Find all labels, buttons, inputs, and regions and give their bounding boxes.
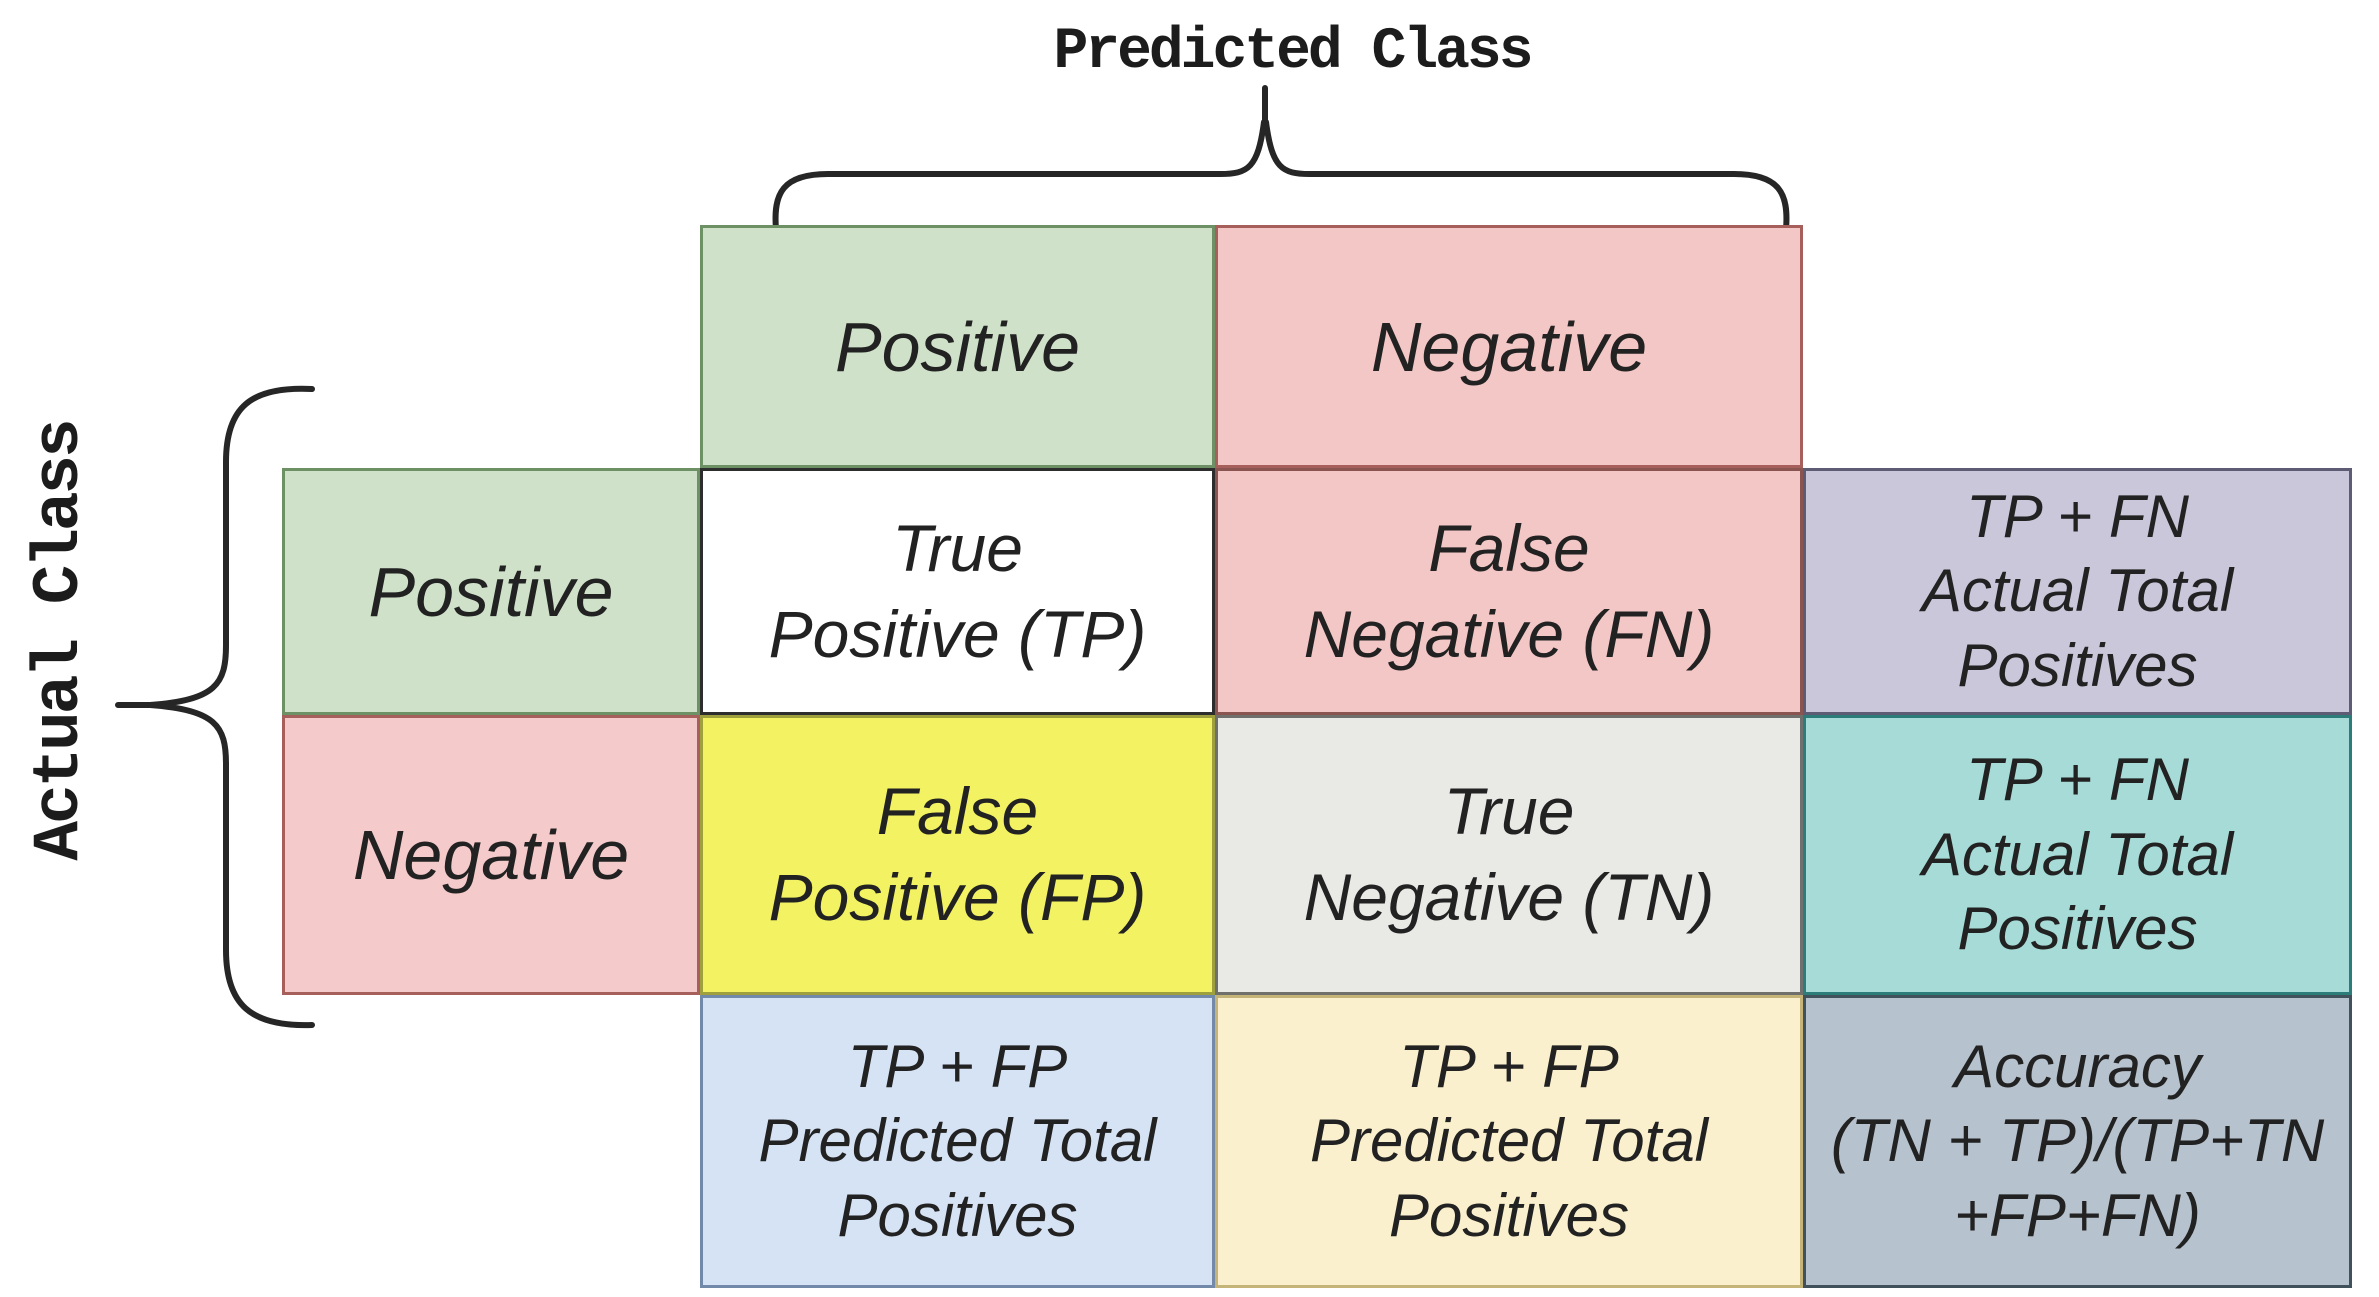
cell-accuracy: Accuracy (TN + TP)/(TP+TN +FP+FN) <box>1803 995 2352 1288</box>
cell-predicted-total-positives-col1: TP + FP Predicted Total Positives <box>700 995 1215 1288</box>
cell-predicted-total-positives-col2: TP + FP Predicted Total Positives <box>1215 995 1803 1288</box>
cell-actual-total-positives-row2: TP + FN Actual Total Positives <box>1803 715 2352 995</box>
cell-true-negative: True Negative (TN) <box>1215 715 1803 995</box>
predicted-class-brace <box>772 85 1790 232</box>
cell-predicted-positive-header: Positive <box>700 225 1215 468</box>
cell-predicted-negative-header: Negative <box>1215 225 1803 468</box>
cell-false-positive: False Positive (FP) <box>700 715 1215 995</box>
predicted-class-title: Predicted Class <box>1053 20 1533 85</box>
cell-actual-negative-header: Negative <box>282 715 700 995</box>
cell-actual-total-positives-row1: TP + FN Actual Total Positives <box>1803 468 2352 715</box>
cell-true-positive: True Positive (TP) <box>700 468 1215 715</box>
cell-actual-positive-header: Positive <box>282 468 700 715</box>
actual-class-title: Actual Class <box>22 421 97 861</box>
cell-false-negative: False Negative (FN) <box>1215 468 1803 715</box>
